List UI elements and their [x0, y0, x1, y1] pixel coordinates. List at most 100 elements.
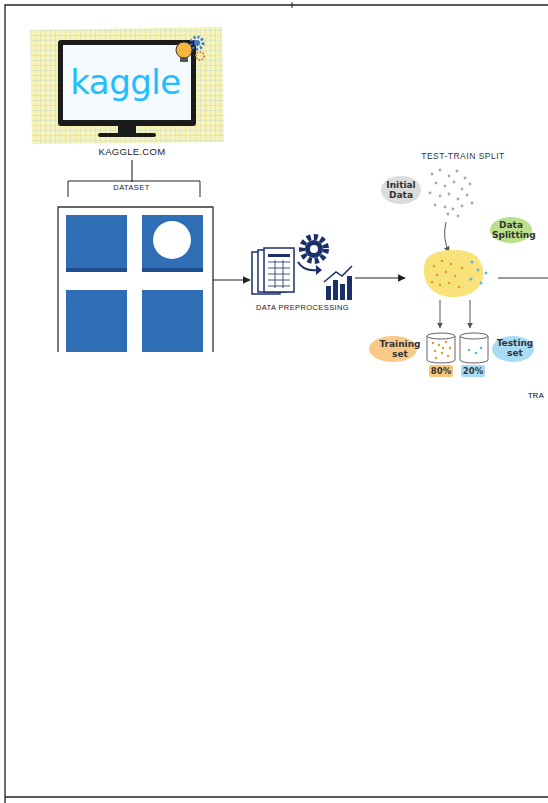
source-monitor: kaggleKAGGLE.COM	[28, 25, 228, 160]
split-illustration	[431, 281, 434, 284]
split-illustration	[466, 194, 469, 197]
split-group: TEST-TRAIN SPLITTraining set80%Testing s…	[405, 148, 548, 393]
split-illustration	[457, 215, 460, 218]
split-illustration	[434, 204, 437, 207]
split-illustration	[435, 357, 437, 359]
callout-label: Data Splitting	[492, 221, 530, 240]
split-illustration	[449, 347, 451, 349]
split-illustration	[468, 347, 483, 355]
split-illustration	[452, 208, 455, 211]
kaggle-illustration	[194, 40, 200, 46]
split-illustration	[427, 336, 455, 363]
split-illustration	[448, 282, 451, 285]
preprocessing-icon	[316, 265, 322, 275]
kaggle-illustration	[98, 133, 156, 137]
set-label: Testing set	[494, 339, 536, 358]
preprocessing-icon	[340, 284, 345, 300]
dataset-icon	[58, 207, 213, 352]
split-illustration	[454, 275, 457, 278]
split-illustration	[439, 195, 442, 198]
split-illustration	[470, 300, 471, 328]
split-illustration	[450, 263, 453, 266]
page-frame	[5, 2, 548, 803]
kaggle-illustration	[191, 37, 203, 49]
preprocessing-icon	[268, 254, 290, 257]
split-illustration	[435, 182, 438, 185]
split-illustration	[438, 344, 440, 346]
site-label: KAGGLE.COM	[32, 146, 232, 157]
split-illustration	[433, 265, 436, 268]
split-illustration	[429, 192, 432, 195]
split-illustration	[431, 173, 434, 176]
preprocessing-icon	[324, 266, 352, 282]
split-illustration	[461, 205, 464, 208]
split-illustration	[480, 347, 483, 350]
split-illustration	[424, 250, 484, 297]
kaggle-illustration	[196, 52, 204, 60]
dataset-heading: DATASET	[54, 183, 209, 192]
flow-arrow	[131, 160, 132, 182]
split-illustration	[432, 342, 434, 344]
preprocessing-icon	[268, 260, 290, 288]
split-illustration	[432, 341, 451, 359]
split-illustration	[471, 261, 474, 264]
split-illustration	[456, 170, 459, 173]
split-illustration	[441, 352, 443, 354]
split-illustration	[460, 336, 488, 363]
split-illustration	[471, 202, 474, 205]
split-illustration	[381, 176, 421, 204]
split-illustration	[434, 350, 436, 352]
split-illustration	[461, 188, 464, 191]
dataset-icon	[66, 215, 127, 272]
preprocessing-icon	[326, 286, 331, 300]
split-illustration	[440, 300, 441, 328]
cut-label: TRA	[525, 391, 547, 400]
split-illustration	[457, 198, 460, 201]
split-illustration	[475, 352, 478, 355]
split-illustration	[431, 260, 464, 289]
split-illustration	[453, 181, 456, 184]
split-illustration	[461, 365, 485, 377]
preprocessing-icon	[252, 237, 352, 300]
flow-arrow	[213, 279, 250, 280]
percentage: 80%	[430, 366, 452, 376]
split-illustration	[445, 271, 448, 274]
split-illustration	[460, 333, 488, 339]
preprocessing-icon	[302, 237, 326, 261]
percentage: 20%	[462, 366, 484, 376]
split-illustration	[445, 222, 449, 252]
dataset-icon	[142, 215, 203, 272]
split-illustration	[429, 169, 474, 218]
split-illustration	[490, 217, 532, 243]
preprocessing-step: DATA PREPROCESSING	[250, 233, 355, 328]
page-frame	[292, 2, 293, 8]
split-illustration	[470, 261, 488, 285]
split-illustration	[439, 284, 442, 287]
split-illustration	[444, 206, 447, 209]
preprocessing-icon	[305, 240, 323, 258]
page-frame	[5, 5, 548, 803]
flow-arrow	[355, 277, 405, 278]
split-illustration	[470, 278, 473, 281]
split-illustration	[436, 274, 439, 277]
split-illustration	[469, 183, 472, 186]
preprocessing-icon	[310, 245, 318, 253]
dataset-icon	[66, 290, 127, 352]
split-illustration	[448, 175, 451, 178]
training-set: Training set80%	[372, 333, 457, 385]
split-illustration	[445, 341, 447, 343]
split-illustration	[477, 269, 480, 272]
testing-set: Testing set 20%	[458, 333, 535, 385]
split-illustration	[442, 347, 444, 349]
split-illustration	[427, 333, 455, 339]
split-illustration	[441, 260, 444, 263]
split-illustration	[464, 177, 467, 180]
kaggle-illustration	[118, 126, 136, 133]
split-illustration	[447, 213, 450, 216]
split-illustration	[480, 282, 483, 285]
split-illustration	[485, 272, 488, 275]
callout-label: Initial Data	[383, 181, 419, 200]
